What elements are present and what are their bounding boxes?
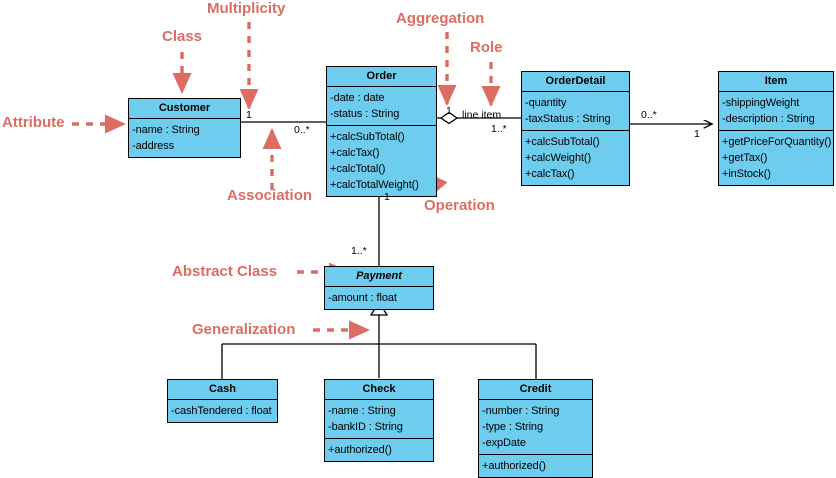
multiplicity-order-detail-many: 1..* [491,123,507,135]
attribute: -quantity [525,97,567,109]
class-box-payment[interactable]: Payment -amount : float [324,266,434,310]
operations-credit: +authorized() [479,454,592,477]
class-box-orderdetail[interactable]: OrderDetail -quantity -taxStatus : Strin… [521,71,630,186]
attribute: -name : String [328,405,396,417]
class-name-customer: Customer [129,99,240,119]
attributes-orderdetail: -quantity -taxStatus : String [522,92,629,130]
class-box-check[interactable]: Check -name : String -bankID : String +a… [324,379,434,462]
class-name-order: Order [327,67,436,87]
annotation-operation: Operation [424,197,495,214]
class-box-order[interactable]: Order -date : date -status : String +cal… [326,66,437,197]
class-name-payment: Payment [325,267,433,287]
attribute: -expDate [482,437,526,449]
class-box-cash[interactable]: Cash -cashTendered : float [167,379,278,423]
multiplicity-detail-item-one: 1 [694,128,700,140]
class-name-check: Check [325,380,433,400]
annotation-association: Association [227,187,313,204]
operation: +inStock() [722,168,771,180]
attributes-credit: -number : String -type : String -expDate [479,400,592,454]
attribute: -taxStatus : String [525,113,611,125]
operation: +getTax() [722,152,768,164]
operation: +calcTotal() [330,163,386,175]
operations-orderdetail: +calcSubTotal() +calcWeight() +calcTax() [522,130,629,185]
multiplicity-order-payment-many: 1..* [351,245,367,257]
multiplicity-order-detail-one: 1 [446,105,452,117]
operation: +getPriceForQuantity() [722,136,832,148]
class-box-customer[interactable]: Customer -name : String -address [128,98,241,158]
operation: +calcSubTotal() [525,136,600,148]
annotation-attribute: Attribute [2,114,65,131]
class-name-item: Item [719,72,833,92]
operation: +calcSubTotal() [330,131,405,143]
operation: +calcTotalWeight() [330,179,419,191]
attribute: -cashTendered : float [171,405,272,417]
attribute: -bankID : String [328,421,403,433]
attribute: -description : String [722,113,815,125]
multiplicity-detail-item-many: 0..* [641,109,657,121]
multiplicity-customer-order-one: 1 [246,109,252,121]
operation: +authorized() [328,444,392,456]
attributes-order: -date : date -status : String [327,87,436,125]
attribute: -address [132,140,174,152]
operation: +authorized() [482,460,546,472]
attribute: -amount : float [328,292,397,304]
annotation-role: Role [470,39,503,56]
annotation-multiplicity: Multiplicity [207,0,286,17]
class-name-cash: Cash [168,380,277,400]
attributes-payment: -amount : float [325,287,433,309]
role-order-detail-line-item: line item [462,109,502,121]
operations-order: +calcSubTotal() +calcTax() +calcTotal() … [327,125,436,196]
attributes-customer: -name : String -address [129,119,240,157]
operations-item: +getPriceForQuantity() +getTax() +inStoc… [719,130,833,185]
attribute: -shippingWeight [722,97,800,109]
annotation-generalization: Generalization [192,321,296,338]
attribute: -date : date [330,92,385,104]
attribute: -name : String [132,124,200,136]
multiplicity-order-payment-one: 1 [384,191,390,203]
operations-check: +authorized() [325,438,433,461]
association-lines [221,117,712,379]
operation: +calcTax() [330,147,380,159]
attribute: -status : String [330,108,400,120]
annotation-abstract-class: Abstract Class [172,263,278,280]
attribute: -type : String [482,421,543,433]
class-name-orderdetail: OrderDetail [522,72,629,92]
operation: +calcWeight() [525,152,592,164]
multiplicity-customer-order-many: 0..* [294,124,310,136]
operation: +calcTax() [525,168,575,180]
annotation-aggregation: Aggregation [396,10,485,27]
attributes-item: -shippingWeight -description : String [719,92,833,130]
attribute: -number : String [482,405,560,417]
class-box-credit[interactable]: Credit -number : String -type : String -… [478,379,593,478]
attributes-check: -name : String -bankID : String [325,400,433,438]
class-name-credit: Credit [479,380,592,400]
attributes-cash: -cashTendered : float [168,400,277,422]
annotation-class: Class [162,28,203,45]
class-box-item[interactable]: Item -shippingWeight -description : Stri… [718,71,834,186]
